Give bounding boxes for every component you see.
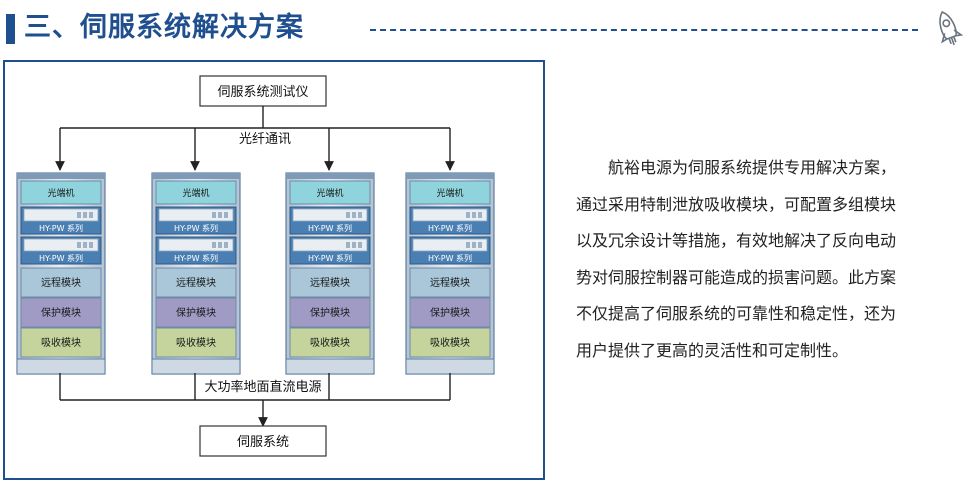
module-label: 吸收模块	[310, 336, 350, 349]
psu-label: HY-PW 系列	[174, 223, 218, 233]
power-label-bg	[198, 378, 328, 396]
module-3	[155, 267, 237, 298]
psu-vent	[212, 242, 216, 248]
psu-vent	[77, 212, 81, 218]
module-label: 远程模块	[176, 277, 216, 289]
psu-vent	[472, 212, 476, 218]
header-divider	[370, 29, 918, 31]
psu-label: HY-PW 系列	[39, 253, 83, 263]
optical-label: 光端机	[182, 187, 209, 199]
bus-label: 光纤通讯	[239, 132, 291, 147]
psu-vent	[83, 242, 87, 248]
psu-vent	[466, 242, 470, 248]
module-label: 远程模块	[430, 277, 470, 289]
psu-label: HY-PW 系列	[308, 253, 352, 263]
tester-label: 伺服系统测试仪	[217, 85, 308, 100]
section-title: 三、伺服系统解决方案	[24, 12, 304, 43]
psu-vent	[472, 242, 476, 248]
optical-module	[409, 180, 491, 205]
module-5	[289, 327, 371, 358]
rack-top-cap	[286, 173, 374, 179]
psu-vent	[352, 242, 356, 248]
psu-vent	[218, 242, 222, 248]
psu-label: HY-PW 系列	[428, 253, 472, 263]
module-label: 吸收模块	[41, 336, 81, 349]
power-bus	[59, 373, 451, 427]
optical-label: 光端机	[316, 187, 343, 199]
psu-label: HY-PW 系列	[39, 223, 83, 233]
psu-vent	[358, 212, 362, 218]
module-label: 保护模块	[310, 306, 350, 319]
module-5	[155, 327, 237, 358]
fiber-bus	[55, 106, 455, 171]
module-label: 吸收模块	[430, 336, 470, 349]
rack-base	[285, 358, 375, 375]
module-label: 保护模块	[176, 306, 216, 319]
psu-vent	[224, 242, 228, 248]
rocket-icon	[939, 11, 964, 46]
module-label: 保护模块	[41, 306, 81, 319]
psu-vent	[346, 242, 350, 248]
module-5	[409, 327, 491, 358]
psu-vent	[466, 212, 470, 218]
psu-vent	[89, 242, 93, 248]
module-5	[20, 327, 102, 358]
psu-vent	[478, 212, 482, 218]
tester-box	[199, 75, 327, 107]
servo-label: 伺服系统	[237, 435, 289, 450]
psu-vent	[346, 212, 350, 218]
module-4	[155, 297, 237, 328]
psu-label: HY-PW 系列	[308, 223, 352, 233]
rack-top-cap	[406, 173, 494, 179]
psu-vent	[478, 242, 482, 248]
module-3	[409, 267, 491, 298]
psu-vent	[224, 212, 228, 218]
header-accent-bar	[6, 14, 15, 44]
power-label: 大功率地面直流电源	[204, 379, 321, 395]
optical-module	[20, 180, 102, 205]
rack-top-cap	[152, 173, 240, 179]
servo-box	[199, 425, 327, 457]
module-label: 吸收模块	[176, 336, 216, 349]
psu-vent	[218, 212, 222, 218]
module-label: 远程模块	[310, 277, 350, 289]
optical-label: 光端机	[436, 187, 463, 199]
module-3	[20, 267, 102, 298]
description-text: 航裕电源为伺服系统提供专用解决方案， 通过采用特制泄放吸收模块，可配置多组模块 …	[576, 158, 897, 360]
psu-vent	[89, 212, 93, 218]
psu-vent	[77, 242, 81, 248]
psu-vent	[212, 212, 216, 218]
module-4	[20, 297, 102, 328]
section-header: 三、伺服系统解决方案	[0, 0, 973, 56]
psu-vent	[352, 212, 356, 218]
optical-module	[155, 180, 237, 205]
module-3	[289, 267, 371, 298]
optical-module	[289, 180, 371, 205]
rack-base	[405, 358, 495, 375]
psu-vent	[358, 242, 362, 248]
rack-base	[16, 358, 106, 375]
module-4	[409, 297, 491, 328]
rack-base	[151, 358, 241, 375]
psu-label: HY-PW 系列	[428, 223, 472, 233]
module-label: 远程模块	[41, 277, 81, 289]
rack-top-cap	[17, 173, 105, 179]
module-label: 保护模块	[430, 306, 470, 319]
module-4	[289, 297, 371, 328]
psu-label: HY-PW 系列	[174, 253, 218, 263]
optical-label: 光端机	[47, 187, 74, 199]
psu-vent	[83, 212, 87, 218]
